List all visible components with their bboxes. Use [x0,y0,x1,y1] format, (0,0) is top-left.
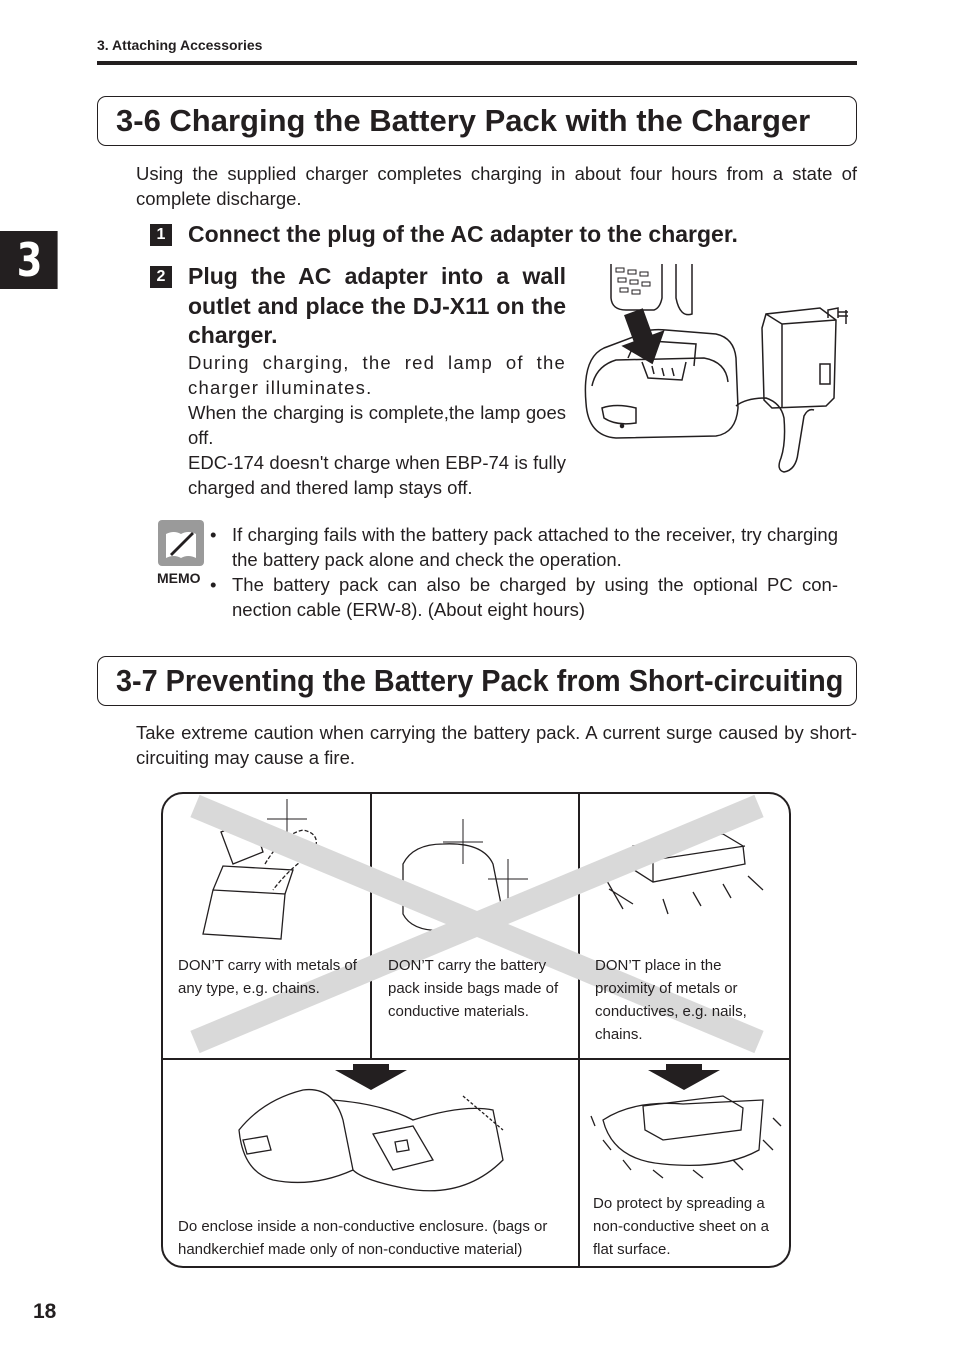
dont-caption-2: DON’T carry the battery pack inside bags… [388,957,559,1020]
memo-item-1: If charging fails with the battery pack … [210,522,838,572]
dont-illustrations [190,794,764,1054]
section-3-6-intro: Using the supplied charger completes cha… [136,163,857,209]
down-arrow-icon [648,1064,720,1090]
table-col-divider-1 [370,794,372,1058]
do-caption-1: Do enclose inside a non-conductive enclo… [178,1218,548,1258]
step-1-number: 1 [150,224,172,246]
safety-table: DON’T carry with metals of any type, e.g… [161,792,791,1268]
running-header: 3. Attaching Accessories [97,37,263,53]
memo-list: If charging fails with the battery pack … [210,522,838,622]
memo-item-2: The battery pack can also be charged by … [210,572,838,622]
header-rule [97,61,857,65]
table-row-divider [163,1058,789,1060]
dont-caption-1: DON’T carry with metals of any type, e.g… [178,957,357,997]
step-2-desc-line-1: During charging, the red lamp of the cha… [188,352,566,398]
step-1-title: Connect the plug of the AC adapter to th… [188,221,738,247]
step-2-desc-line-2: When the charging is complete,the lamp g… [188,402,566,448]
dont-caption-3: DON’T place in the proximity of metals o… [595,957,747,1043]
step-2-desc-line-3: EDC-174 doesn't charge when EBP-74 is fu… [188,452,566,498]
section-3-6-title: 3-6 Charging the Battery Pack with the C… [116,103,811,138]
step-2-number: 2 [150,266,172,288]
section-3-7-heading-box: 3-7 Preventing the Battery Pack from Sho… [97,656,857,706]
memo-label: MEMO [157,570,201,586]
page-number: 18 [33,1300,57,1323]
section-3-6-heading-box: 3-6 Charging the Battery Pack with the C… [97,96,857,146]
down-arrow-icon [335,1064,407,1090]
section-3-7-intro: Take extreme caution when carrying the b… [136,722,857,768]
do-caption-2: Do protect by spreading a non-conductive… [593,1195,769,1258]
step-2-description: During charging, the red lamp of the cha… [188,350,566,500]
table-col-divider-2 [578,794,580,1266]
charger-illustration [584,264,848,473]
memo-book-icon [158,520,204,566]
section-3-7-title: 3-7 Preventing the Battery Pack from Sho… [116,663,844,698]
chapter-tab: 3 [0,231,58,289]
do-illustrations [238,1088,782,1192]
step-2-title: Plug the AC adapter into a wall outlet a… [188,263,566,348]
